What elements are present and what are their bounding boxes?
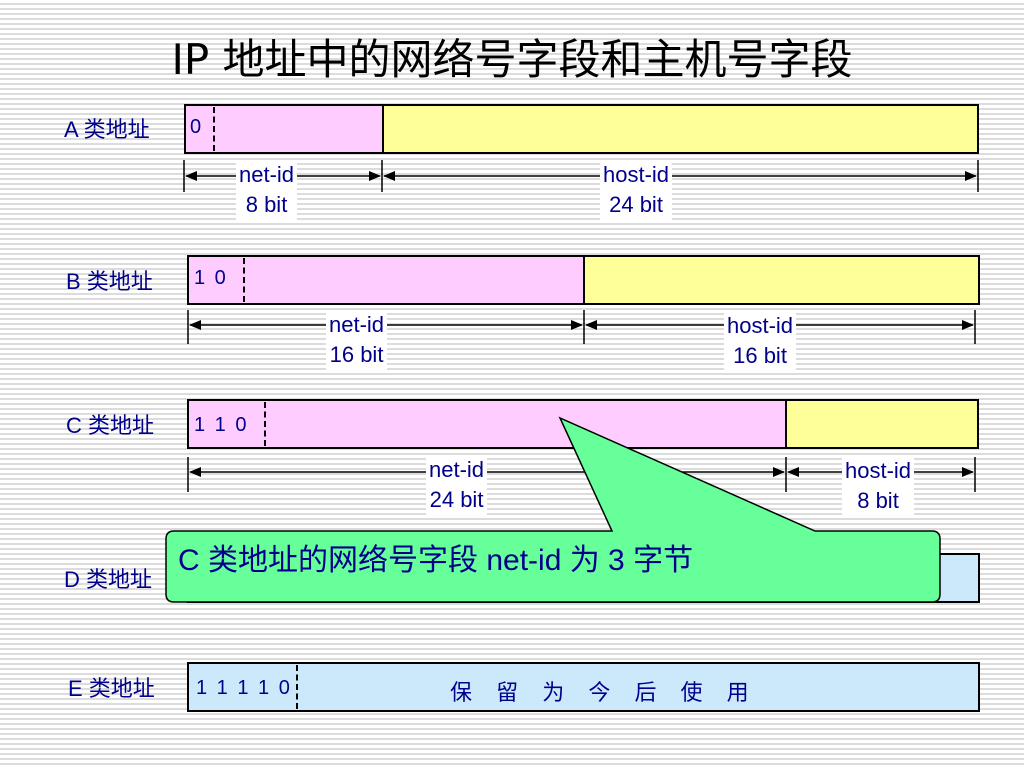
callout-bubble bbox=[165, 416, 941, 603]
class-c-prefix-divider bbox=[264, 402, 266, 446]
class-b-net-measure: net-id 16 bit bbox=[326, 310, 388, 370]
class-e-segment bbox=[187, 662, 980, 712]
class-b-prefix-divider bbox=[243, 258, 245, 302]
class-c-net-segment bbox=[187, 399, 787, 449]
class-c-net-bits: 24 bit bbox=[429, 487, 484, 512]
class-a-net-measure: net-id 8 bit bbox=[236, 160, 298, 220]
class-a-host-measure: host-id 24 bit bbox=[600, 160, 673, 220]
class-a-host-segment bbox=[382, 104, 979, 154]
class-b-net-bits: 16 bit bbox=[329, 342, 384, 367]
class-e-prefix-divider bbox=[296, 665, 298, 709]
class-a-net-label: net-id bbox=[239, 162, 295, 187]
class-a-prefix-bits: 0 bbox=[190, 116, 204, 138]
class-c-host-label: host-id bbox=[845, 458, 912, 483]
row-label-class-b: B 类地址 bbox=[66, 269, 153, 294]
class-c-host-segment bbox=[785, 399, 979, 449]
class-c-host-measure: host-id 8 bit bbox=[842, 456, 915, 516]
class-b-prefix-bits: 1 0 bbox=[194, 267, 228, 289]
row-label-class-d: D 类地址 bbox=[64, 567, 153, 592]
class-e-prefix-bits: 1 1 1 1 0 bbox=[196, 677, 292, 699]
class-c-net-label: net-id bbox=[429, 457, 485, 482]
class-a-host-label: host-id bbox=[603, 162, 670, 187]
class-a-prefix-divider bbox=[213, 107, 215, 151]
class-c-host-bits: 8 bit bbox=[857, 488, 899, 513]
class-b-host-measure: host-id 16 bit bbox=[724, 311, 797, 371]
class-e-reserved-text: 保 留 为 今 后 使 用 bbox=[450, 680, 758, 705]
class-c-net-measure: net-id 24 bit bbox=[426, 455, 488, 515]
class-a-net-bits: 8 bit bbox=[245, 192, 288, 217]
page-title: IP 地址中的网络号字段和主机号字段 bbox=[171, 35, 853, 84]
class-b-net-label: net-id bbox=[329, 312, 385, 337]
class-b-host-label: host-id bbox=[727, 313, 794, 338]
class-b-host-segment bbox=[583, 255, 980, 305]
class-c-prefix-bits: 1 1 0 bbox=[194, 414, 249, 436]
row-label-class-a: A 类地址 bbox=[64, 117, 150, 142]
class-b-host-bits: 16 bit bbox=[733, 343, 787, 368]
class-a-net-segment bbox=[184, 104, 384, 154]
class-a-host-bits: 24 bit bbox=[609, 192, 663, 217]
row-label-class-c: C 类地址 bbox=[66, 413, 155, 438]
row-label-class-e: E 类地址 bbox=[68, 676, 155, 701]
callout-text: C 类地址的网络号字段 net-id 为 3 字节 bbox=[178, 544, 694, 577]
